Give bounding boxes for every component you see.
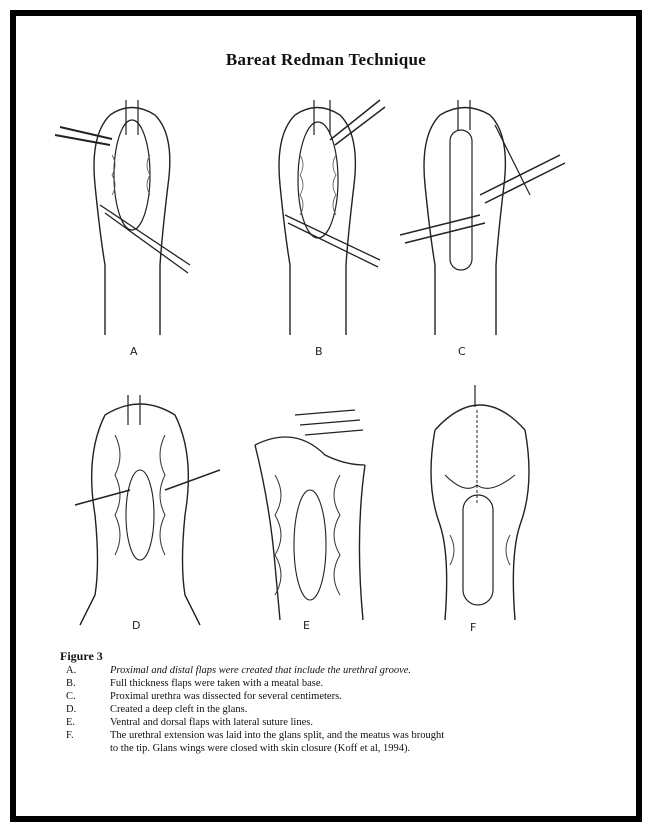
drawing-a	[50, 95, 200, 335]
caption-item: D. Created a deep cleft in the glans.	[60, 703, 620, 716]
caption-item-continuation: to the tip. Glans wings were closed with…	[60, 742, 620, 755]
illustration-panel-a: A	[50, 95, 200, 335]
panel-label-b: B	[315, 345, 323, 358]
caption-item-key: D.	[60, 703, 110, 716]
caption-item-text: Ventral and dorsal flaps with lateral su…	[110, 716, 620, 729]
caption-item-text: to the tip. Glans wings were closed with…	[110, 742, 620, 755]
caption-item-key: E.	[60, 716, 110, 729]
drawing-e	[245, 405, 385, 635]
illustration-panel-f: F	[415, 385, 545, 635]
drawing-d	[70, 395, 220, 635]
panel-label-f: F	[470, 621, 476, 634]
panel-label-e: E	[303, 619, 310, 632]
caption-item-text: The urethral extension was laid into the…	[110, 729, 620, 742]
caption-item-text: Proximal and distal flaps were created t…	[110, 664, 620, 677]
illustration-panel-c: C	[400, 95, 570, 335]
caption-item: E. Ventral and dorsal flaps with lateral…	[60, 716, 620, 729]
caption-item-key: B.	[60, 677, 110, 690]
caption-item-key: C.	[60, 690, 110, 703]
drawing-f	[415, 385, 545, 635]
drawing-b	[240, 95, 390, 335]
caption-item: B. Full thickness flaps were taken with …	[60, 677, 620, 690]
caption-item: C. Proximal urethra was dissected for se…	[60, 690, 620, 703]
caption-item-text: Full thickness flaps were taken with a m…	[110, 677, 620, 690]
panel-label-c: C	[458, 345, 466, 358]
illustration-panel-b: B	[240, 95, 390, 335]
caption-item: A. Proximal and distal flaps were create…	[60, 664, 620, 677]
caption-item: F. The urethral extension was laid into …	[60, 729, 620, 742]
caption-item-key: F.	[60, 729, 110, 742]
illustration-panel-d: D	[70, 395, 220, 635]
figure-caption: Figure 3 A. Proximal and distal flaps we…	[60, 650, 620, 755]
caption-item-text: Created a deep cleft in the glans.	[110, 703, 620, 716]
caption-item-text: Proximal urethra was dissected for sever…	[110, 690, 620, 703]
illustration-panel-e: E	[245, 405, 385, 635]
panel-label-d: D	[132, 619, 140, 632]
figure-label: Figure 3	[60, 650, 620, 663]
caption-item-key	[60, 742, 110, 755]
caption-item-key: A.	[60, 664, 110, 677]
page-title: Bareat Redman Technique	[0, 50, 652, 70]
panel-label-a: A	[130, 345, 138, 358]
drawing-c	[400, 95, 570, 335]
